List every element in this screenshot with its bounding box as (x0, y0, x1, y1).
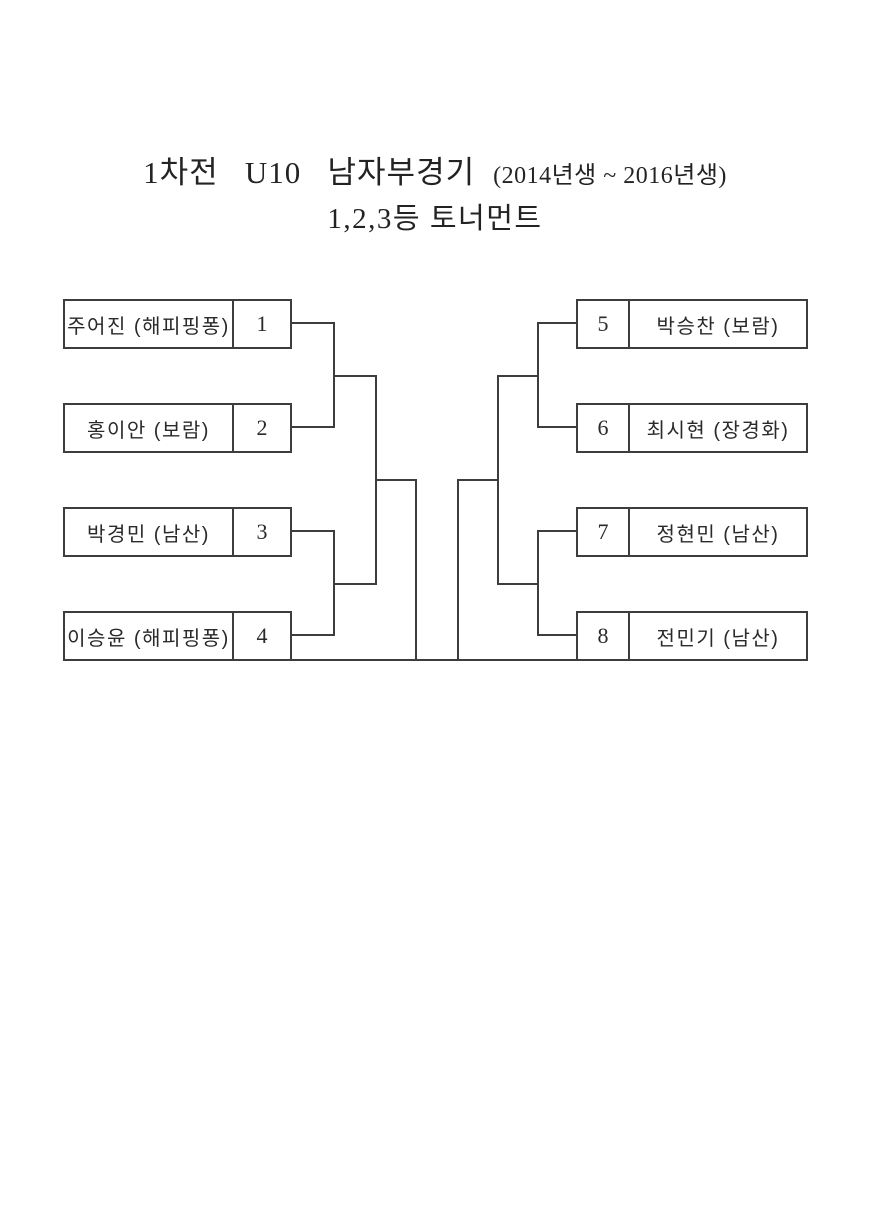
bracket-connector (457, 479, 459, 661)
title-birth-years: (2014년생 ~ 2016년생) (493, 163, 727, 189)
player-box-1: 주어진 (해피핑퐁) 1 (63, 299, 292, 349)
page-title: 1차전 U10 남자부경기 (2014년생 ~ 2016년생) (0, 147, 870, 192)
player-box-6: 6 최시현 (장경화) (576, 403, 808, 453)
title-subtitle: 1,2,3등 토너먼트 (327, 203, 543, 235)
bracket-connector (292, 426, 335, 428)
player-name: 전민기 (남산) (656, 627, 780, 650)
bracket-connector (497, 375, 539, 377)
bracket-connector (537, 634, 576, 636)
bracket-connector (537, 322, 576, 324)
seed-number: 8 (578, 613, 630, 659)
bracket-connector (333, 375, 377, 377)
bracket-connector (292, 322, 335, 324)
player-name: 박경민 (남산) (87, 523, 210, 546)
player-box-8: 8 전민기 (남산) (576, 611, 808, 661)
bracket-connector (375, 479, 417, 481)
player-box-2: 홍이안 (보람) 2 (63, 403, 292, 453)
seed-number: 7 (578, 509, 630, 555)
bracket-final-line (63, 659, 808, 661)
seed-number: 2 (232, 405, 290, 451)
player-box-7: 7 정현민 (남산) (576, 507, 808, 557)
bracket-connector (537, 426, 576, 428)
bracket-connector (537, 530, 576, 532)
bracket-connector (457, 479, 499, 481)
player-name: 최시현 (장경화) (646, 419, 790, 442)
player-name: 주어진 (해피핑퐁) (67, 315, 230, 338)
seed-number: 4 (232, 613, 290, 659)
seed-number: 1 (232, 301, 290, 347)
player-box-3: 박경민 (남산) 3 (63, 507, 292, 557)
player-name: 박승찬 (보람) (656, 315, 780, 338)
player-name: 정현민 (남산) (656, 523, 780, 546)
bracket-connector (415, 479, 417, 661)
seed-number: 5 (578, 301, 630, 347)
title-round-division: 1차전 U10 남자부경기 (143, 155, 476, 190)
bracket-connector (333, 583, 377, 585)
seed-number: 6 (578, 405, 630, 451)
seed-number: 3 (232, 509, 290, 555)
player-name: 홍이안 (보람) (87, 419, 210, 442)
bracket-connector (292, 634, 335, 636)
player-box-5: 5 박승찬 (보람) (576, 299, 808, 349)
bracket-connector (497, 583, 539, 585)
player-box-4: 이승윤 (해피핑퐁) 4 (63, 611, 292, 661)
player-name: 이승윤 (해피핑퐁) (67, 627, 230, 650)
bracket-connector (292, 530, 335, 532)
